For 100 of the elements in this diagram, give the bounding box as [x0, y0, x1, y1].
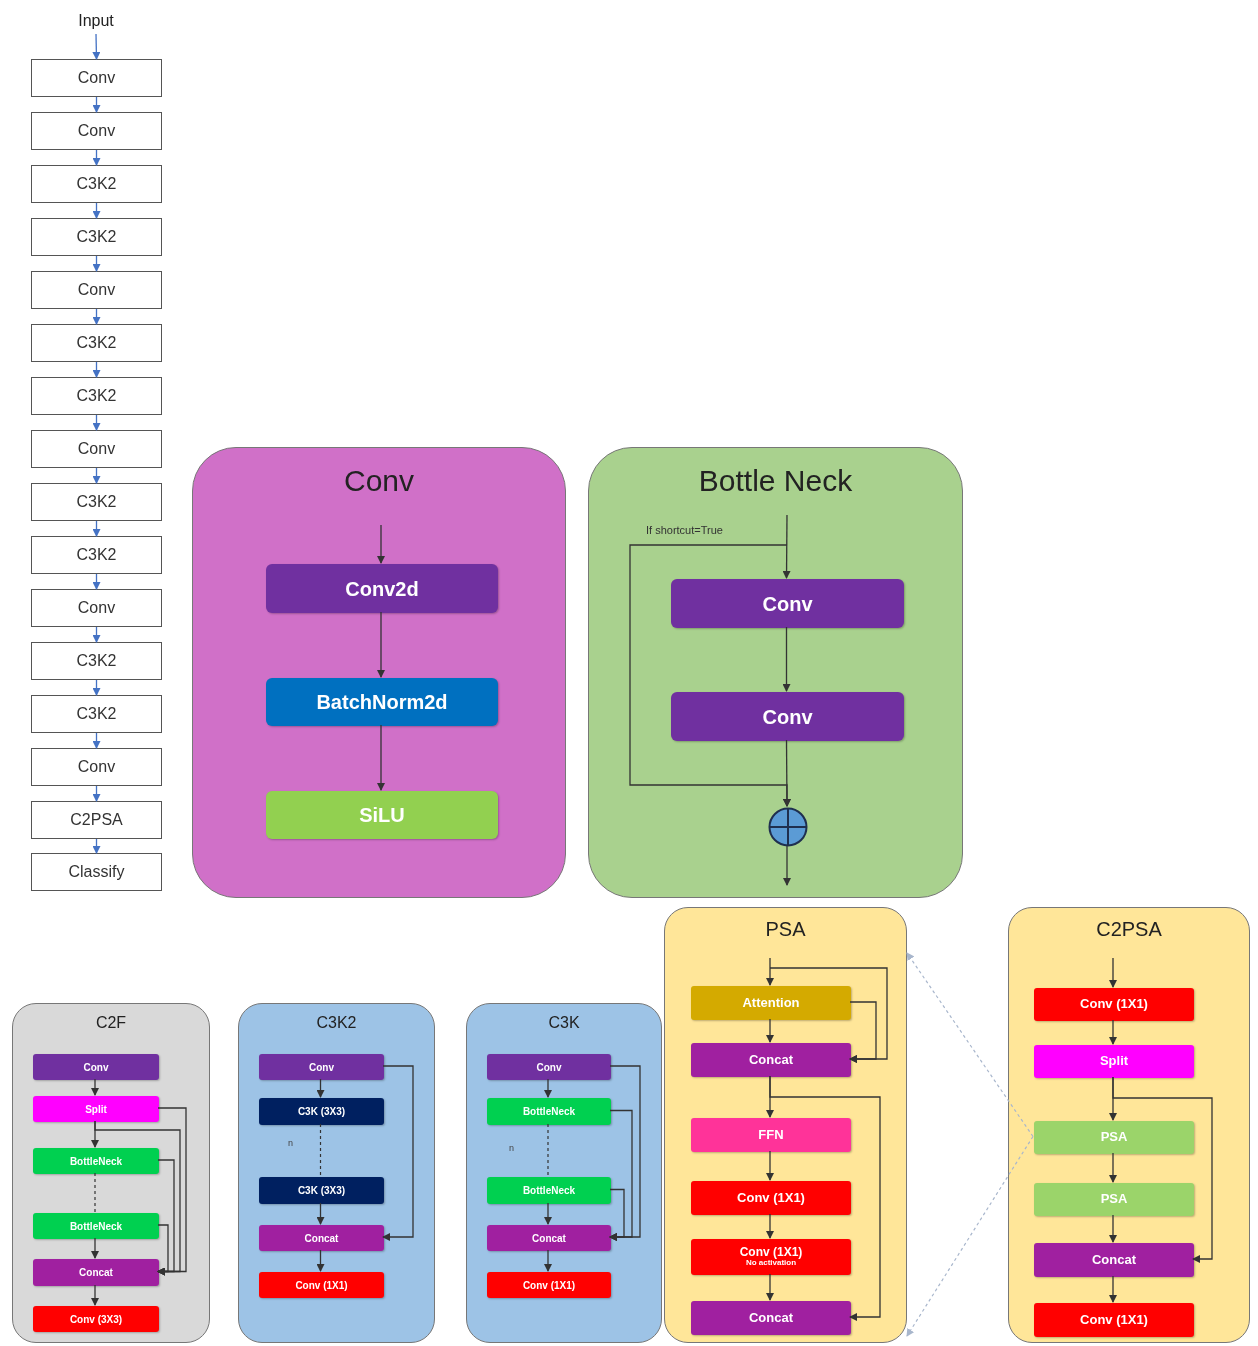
layer-box: [31, 695, 162, 733]
arrow: [1109, 1214, 1117, 1243]
block-label: Split: [1099, 1054, 1129, 1069]
layer-block: [33, 1148, 159, 1174]
layer-block: [259, 1098, 384, 1125]
layer-block: [691, 1181, 851, 1215]
arrow: [92, 732, 101, 749]
layer-block: [259, 1225, 384, 1251]
input-label: Input: [60, 8, 132, 34]
arrow: [544, 1078, 552, 1098]
layer-box: [31, 801, 162, 839]
layer-block: [266, 678, 498, 726]
arrow: [377, 524, 385, 564]
arrow: [92, 33, 101, 60]
layer-block: [691, 1301, 851, 1335]
block-label: Conv: [762, 705, 813, 728]
layer-block: [33, 1054, 159, 1080]
layer-box: [31, 271, 162, 309]
block-label: Conv: [309, 1061, 334, 1073]
box-label: C3K2: [76, 228, 117, 246]
dashed-line: [94, 1172, 96, 1213]
layer-block: [1034, 1243, 1194, 1277]
layer-block: [266, 791, 498, 839]
panel-title: Conv: [342, 464, 415, 498]
layer-block: [691, 986, 851, 1020]
arrow: [1112, 1076, 1213, 1263]
arrow: [92, 202, 101, 219]
edge-label: If shortcut=True: [644, 524, 725, 536]
box-label: Conv: [77, 122, 116, 140]
arrow: [629, 544, 791, 807]
box-label: C3K2: [76, 546, 117, 564]
module-panel: [1008, 907, 1250, 1343]
arrow: [92, 679, 101, 696]
addition-circle: [768, 807, 808, 847]
block-label: Conv (1X1): [737, 1190, 805, 1206]
arrow: [377, 611, 385, 678]
layer-block: [33, 1213, 159, 1239]
module-panel: [12, 1003, 210, 1343]
arrow: [92, 308, 101, 325]
arrow: [1109, 1275, 1117, 1303]
arrow: [766, 1018, 774, 1043]
arrow: [157, 1224, 169, 1276]
box-label: Conv: [77, 599, 116, 617]
block-label: Conv (1X1): [739, 1246, 803, 1259]
arrow: [769, 1075, 881, 1321]
layer-block: [691, 1118, 851, 1152]
block-label: SiLU: [359, 804, 405, 826]
repeat-mark: n: [509, 1143, 514, 1153]
block-label: Conv2d: [345, 577, 419, 600]
box-label: C2PSA: [70, 811, 123, 829]
block-label: FFN: [758, 1127, 784, 1143]
block-label: Concat: [304, 1232, 339, 1244]
layer-block: [691, 1043, 851, 1077]
layer-block: [1034, 1045, 1194, 1078]
arrow: [92, 96, 101, 113]
layer-box: [31, 589, 162, 627]
arrow: [91, 1078, 99, 1096]
arrow: [91, 1237, 99, 1259]
block-label: Conv: [536, 1061, 562, 1073]
block-label: Conv (1X1): [295, 1279, 348, 1291]
layer-box: [31, 218, 162, 256]
block-label: Conv (1X1): [1080, 1312, 1148, 1328]
block-label: Attention: [742, 995, 800, 1011]
arrow: [766, 1273, 774, 1301]
layer-box: [31, 748, 162, 786]
block-label: Concat: [1091, 1252, 1137, 1268]
layer-box: [31, 377, 162, 415]
arrow: [92, 414, 101, 431]
block-label: Conv (3X3): [69, 1313, 123, 1325]
block-label: PSA: [1100, 1130, 1128, 1145]
box-label: Conv: [77, 440, 116, 458]
panel-title: Bottle Neck: [697, 464, 854, 498]
arrow: [544, 1249, 552, 1272]
layer-block: [1034, 1303, 1194, 1337]
layer-box: [31, 59, 162, 97]
layer-block: [1034, 1121, 1194, 1154]
box-label: C3K2: [76, 175, 117, 193]
arrow: [1109, 1152, 1117, 1183]
block-label: BottleNeck: [69, 1155, 123, 1167]
layer-box: [31, 324, 162, 362]
layer-block: [671, 579, 904, 628]
layer-block: [259, 1272, 384, 1298]
arrow: [316, 1249, 325, 1272]
layer-box: [31, 165, 162, 203]
arrow: [766, 957, 774, 986]
arrow: [92, 573, 101, 590]
arrow: [92, 255, 101, 272]
module-panel: [664, 907, 907, 1343]
block-label: Split: [85, 1103, 107, 1115]
arrow: [92, 467, 101, 484]
block-label: PSA: [1100, 1192, 1128, 1207]
layer-block: [487, 1225, 611, 1251]
arrow: [769, 967, 888, 1063]
block-label: C3K (3X3): [297, 1106, 346, 1117]
layer-block: [487, 1272, 611, 1298]
arrow: [766, 1213, 774, 1239]
module-panel: [238, 1003, 435, 1343]
box-label: C3K2: [76, 493, 117, 511]
block-label: Concat: [748, 1310, 794, 1326]
block-label: Concat: [748, 1052, 794, 1068]
